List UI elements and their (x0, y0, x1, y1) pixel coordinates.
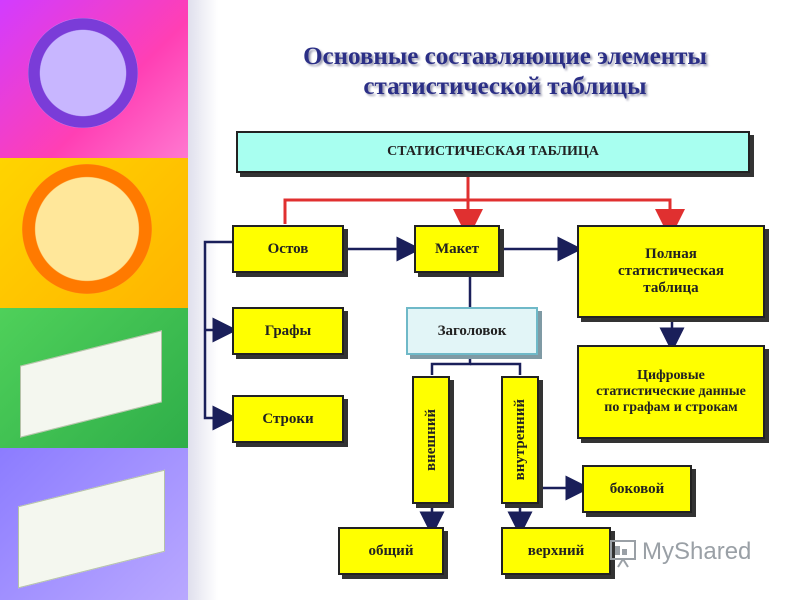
node-zagolovok: Заголовок (406, 307, 538, 355)
node-vneshniy: внешний (412, 376, 450, 504)
node-root: СТАТИСТИЧЕСКАЯ ТАБЛИЦА (236, 131, 750, 173)
navy-connectors (203, 236, 685, 537)
node-ostov: Остов (232, 225, 344, 273)
watermark: MyShared (608, 538, 751, 573)
watermark-text: MyShared (642, 538, 752, 565)
node-stroki: Строки (232, 395, 344, 443)
node-vneshniy-label: внешний (422, 409, 439, 471)
clock-photo-purple (0, 0, 188, 158)
decorative-photo-strip (0, 0, 188, 600)
root-connectors (283, 175, 685, 239)
node-full-table: Полная статистическая таблица (577, 225, 765, 318)
node-digital-data: Цифровые статистические данные по графам… (577, 345, 765, 439)
node-vnutrenniy: внутренний (501, 376, 539, 504)
papers-photo-green (0, 308, 188, 448)
clock-photo-orange (0, 158, 188, 308)
node-vnutrenniy-label: внутренний (511, 399, 528, 481)
strip-fade (188, 0, 218, 600)
orange-clock-icon (22, 164, 152, 294)
presentation-board-icon (610, 540, 636, 568)
page-title: Основные составляющие элементы статистич… (303, 43, 707, 100)
papers-photo-violet (0, 448, 188, 600)
purple-clock-icon (28, 18, 138, 128)
node-bokovoy: боковой (582, 465, 692, 513)
node-maket: Макет (414, 225, 500, 273)
node-verkhniy: верхний (501, 527, 611, 575)
node-obshchiy: общий (338, 527, 444, 575)
node-grafy: Графы (232, 307, 344, 355)
